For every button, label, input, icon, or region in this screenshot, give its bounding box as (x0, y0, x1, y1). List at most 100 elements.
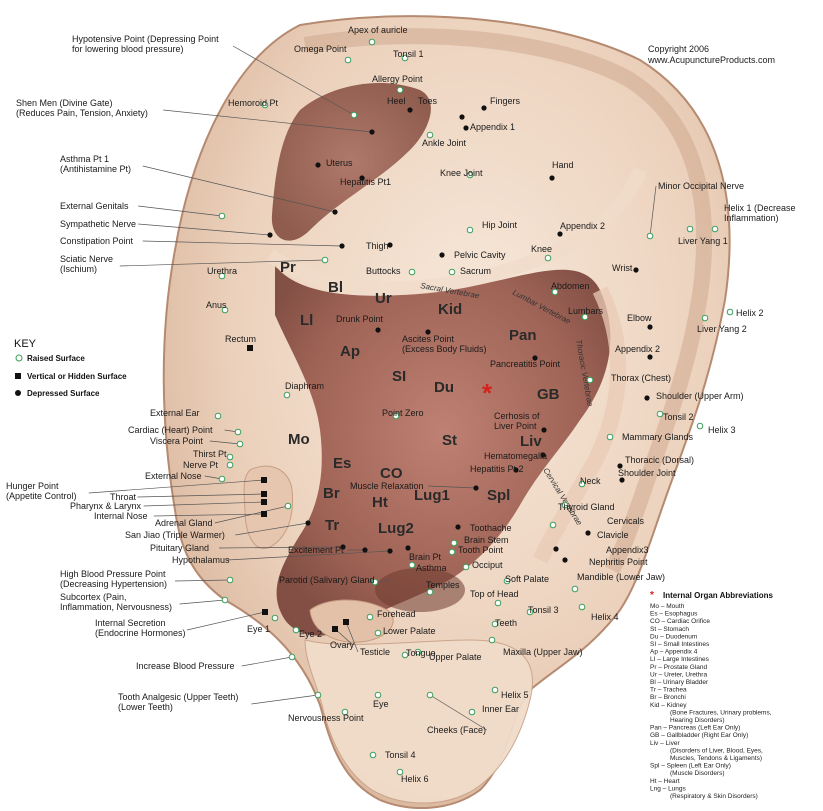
leader-line-increase-blood-pressure (242, 657, 292, 666)
point-marker-appendix-2 (557, 231, 562, 236)
point-label-hypotensive-point-depressing-point-line-2: for lowering blood pressure) (72, 44, 184, 54)
point-marker-external-genitals (219, 213, 225, 219)
point-label-drunk-point: Drunk Point (336, 314, 384, 324)
point-label-subcortex-pain: Subcortex (Pain, (60, 592, 127, 602)
point-marker-high-blood-pressure-point (227, 577, 233, 583)
point-label-ovary: Ovary (330, 640, 355, 650)
point-label-eye: Eye (373, 699, 389, 709)
point-label-soft-palate: Soft Palate (505, 574, 549, 584)
organ-label-ll: Ll (300, 312, 313, 329)
point-label-appendix-1: Appendix 1 (470, 122, 515, 132)
point-label-cardiac-heart-point: Cardiac (Heart) Point (128, 425, 213, 435)
organ-label-bl: Bl (328, 279, 343, 296)
organ-label-lug2: Lug2 (378, 520, 414, 537)
point-marker-nerve-pt (227, 462, 233, 468)
point-label-allergy-point: Allergy Point (372, 74, 423, 84)
point-label-hunger-point: Hunger Point (6, 481, 59, 491)
point-marker-san-jiao-triple-warmer (305, 520, 310, 525)
point-marker-mammary-glands (607, 434, 613, 440)
organ-label-si: SI (392, 368, 406, 385)
point-marker-muscle-relaxation (473, 485, 478, 490)
point-label-inner-ear: Inner Ear (482, 704, 519, 714)
point-label-high-blood-pressure-point: High Blood Pressure Point (60, 569, 166, 579)
point-label-tooth-analgesic-upper-teeth: Tooth Analgesic (Upper Teeth) (118, 692, 238, 702)
point-marker-eye (375, 692, 381, 698)
point-marker-increase-blood-pressure (289, 654, 295, 660)
point-marker-asthma (409, 562, 415, 568)
point-label-diaphram: Diaphram (285, 381, 324, 391)
abbr-line-14: Kid – Kidney (650, 702, 687, 709)
point-label-asthma-pt-1-line-2: (Antihistamine Pt) (60, 164, 131, 174)
point-label-external-ear: External Ear (150, 408, 200, 418)
organ-label-br: Br (323, 485, 340, 502)
point-marker-helix-1-decrease (712, 226, 718, 232)
point-label-cerhosis-of-line-2: Liver Point (494, 421, 537, 431)
point-marker-external-nose (219, 476, 225, 482)
point-label-tooth-point: Tooth Point (458, 545, 504, 555)
point-marker-excitement-pt (362, 547, 367, 552)
point-label-pharynx-larynx: Pharynx & Larynx (70, 501, 142, 511)
point-marker-forehead (367, 614, 373, 620)
abbr-line-15: (Bone Fractures, Urinary problems, (670, 709, 772, 716)
point-label-tonsil-4: Tonsil 4 (385, 750, 416, 760)
point-label-helix-5: Helix 5 (501, 690, 529, 700)
point-label-appendix-2: Appendix 2 (560, 221, 605, 231)
leader-line-subcortex-pain (180, 600, 225, 604)
point-marker-asthma-pt-1 (332, 209, 337, 214)
organ-label-ap: Ap (340, 343, 360, 360)
point-label-helix-1-decrease: Helix 1 (Decrease (724, 203, 796, 213)
point-marker-toothache (455, 524, 460, 529)
point-label-cervicals: Cervicals (607, 516, 645, 526)
point-marker-top-of-head (495, 600, 501, 606)
point-label-point-zero: Point Zero (382, 408, 424, 418)
point-label-hematomegalia: Hematomegalia (484, 451, 547, 461)
point-marker-temples (427, 589, 433, 595)
point-marker-apex-of-auricle (369, 39, 375, 45)
point-marker-sacrum (449, 269, 455, 275)
point-label-muscle-relaxation: Muscle Relaxation (350, 481, 424, 491)
point-label-mandible-lower-jaw: Mandible (Lower Jaw) (577, 572, 665, 582)
point-marker-hand (549, 175, 554, 180)
point-label-viscera-point: Viscera Point (150, 436, 203, 446)
abbr-line-18: GB – Gallbladder (Right Ear Only) (650, 732, 748, 739)
point-label-helix-3: Helix 3 (708, 425, 736, 435)
legend: KEY Raised Surface Vertical or Hidden Su… (14, 338, 127, 398)
point-label-thigh: Thigh (366, 241, 389, 251)
abbr-line-24: Ht – Heart (650, 778, 680, 785)
point-label-anus: Anus (206, 300, 227, 310)
point-label-heel: Heel (387, 96, 406, 106)
copyright-line-1: Copyright 2006 (648, 44, 709, 54)
point-marker-omega-point (345, 57, 351, 63)
abbr-line-16: Hearing Disorders) (670, 717, 725, 724)
abbr-title: Internal Organ Abbreviations (663, 591, 773, 600)
organ-label-kid: Kid (438, 301, 462, 318)
abbr-line-17: Pan – Pancreas (Left Ear Only) (650, 725, 740, 732)
point-marker-helix-2 (727, 309, 733, 315)
point-label-hepatitis-pt-2: Hepatitis Pt 2 (470, 464, 524, 474)
point-marker-drunk-point (375, 327, 380, 332)
point-marker-allergy-point (397, 87, 403, 93)
abbr-line-3: CO – Cardiac Orifice (650, 618, 710, 625)
point-marker-hunger-point (261, 477, 267, 483)
point-label-helix-2: Helix 2 (736, 308, 764, 318)
point-label-apex-of-auricle: Apex of auricle (348, 25, 408, 35)
point-label-shen-men-divine-gate: Shen Men (Divine Gate) (16, 98, 113, 108)
legend-vertical-marker (15, 373, 21, 379)
abbr-star-icon: * (650, 590, 654, 601)
point-label-sciatic-nerve-line-2: (Ischium) (60, 264, 97, 274)
organ-label-co: CO (380, 465, 403, 482)
point-marker-ovary (332, 626, 338, 632)
point-label-nervousness-point: Nervousness Point (288, 713, 364, 723)
point-label-lumbars: Lumbars (568, 306, 604, 316)
point-marker-helix-5 (492, 687, 498, 693)
point-label-shoulder-joint: Shoulder Joint (618, 468, 676, 478)
point-marker-appendix-2 (647, 354, 652, 359)
point-label-excitement-pt: Excitement Pt (288, 545, 344, 555)
point-label-appendix-2: Appendix 2 (615, 344, 660, 354)
point-label-buttocks: Buttocks (366, 266, 401, 276)
point-label-toes: Toes (418, 96, 438, 106)
point-marker-wrist (633, 267, 638, 272)
point-label-testicle: Testicle (360, 647, 390, 657)
organ-label-spl: Spl (487, 487, 510, 504)
point-marker-sympathetic-nerve (267, 232, 272, 237)
